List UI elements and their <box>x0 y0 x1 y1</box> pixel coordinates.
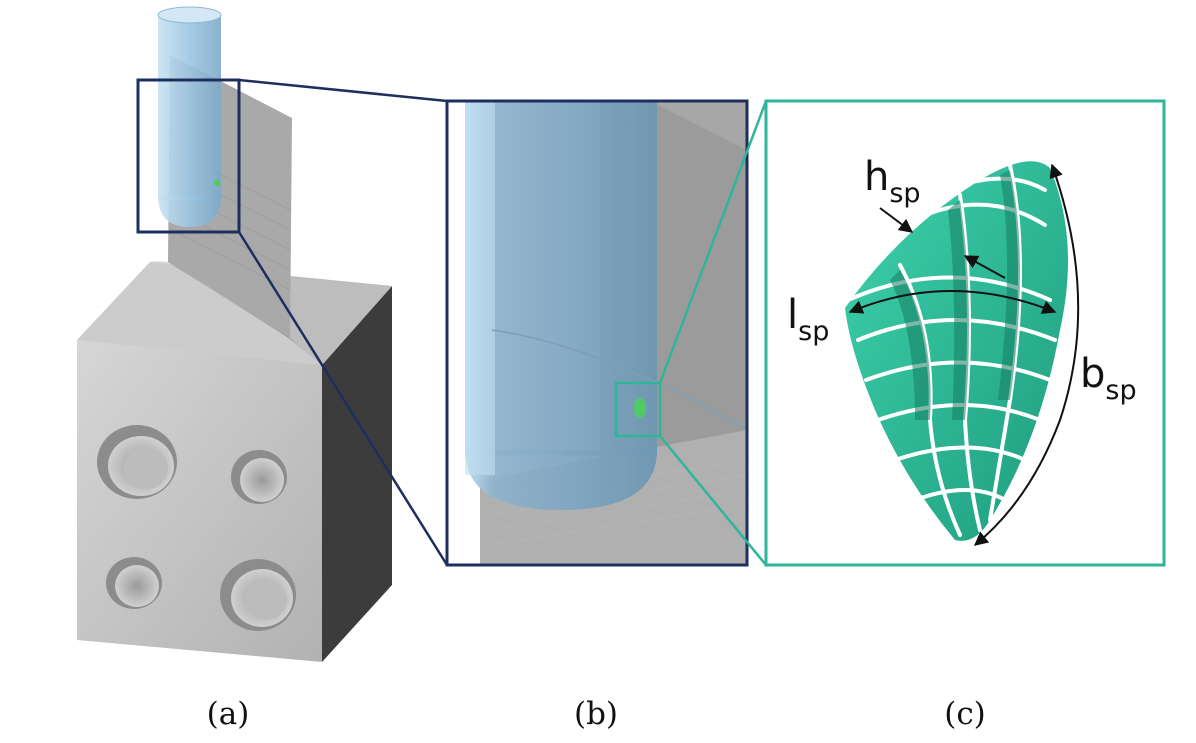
caption-c: (c) <box>944 696 986 732</box>
milling-tool <box>157 6 222 227</box>
hole-bottom-right <box>220 559 296 631</box>
b-dimension-arrow <box>973 163 1080 546</box>
top-surface-sweep <box>77 261 322 365</box>
panel-b-zoom <box>445 99 749 567</box>
contact-point-marker <box>214 180 220 186</box>
panel-a-workpiece <box>77 6 392 662</box>
h-pointer-arrow <box>879 207 914 233</box>
zoom-connectors-ab <box>237 78 449 566</box>
h-sp-label: hsp <box>864 154 921 209</box>
hole-top-left <box>97 425 177 499</box>
panel-c-chip: hsp lsp bsp <box>764 99 1166 567</box>
l-sp-label: lsp <box>787 292 829 347</box>
block-side-face <box>322 286 392 662</box>
zoom-box-a <box>136 78 241 234</box>
zoom-frame-b <box>445 99 749 567</box>
hole-top-right <box>231 450 287 504</box>
zoom-frame-c <box>764 99 1166 567</box>
zoom-box-b <box>614 381 662 438</box>
caption-b: (b) <box>573 696 619 732</box>
hole-bottom-left <box>106 557 162 609</box>
zoom-connectors-bc <box>658 100 768 566</box>
dim-arrows <box>848 163 1080 546</box>
caption-a: (a) <box>206 696 250 732</box>
b-sp-label: bsp <box>1080 351 1137 406</box>
chip-highlight <box>634 398 646 418</box>
